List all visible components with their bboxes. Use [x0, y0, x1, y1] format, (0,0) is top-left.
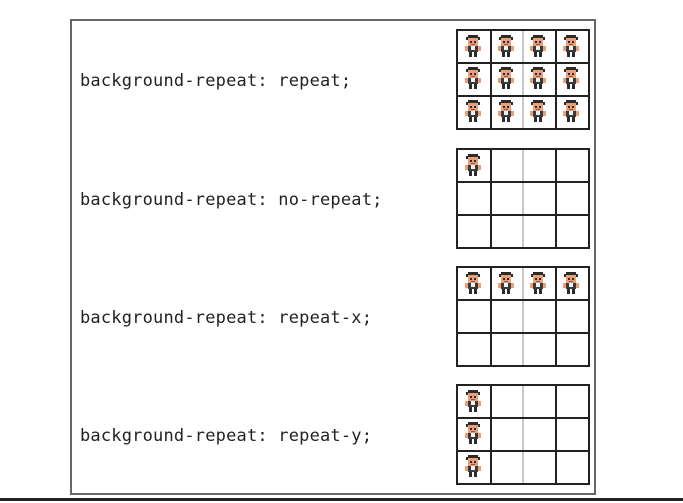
bottom-divider: [0, 498, 683, 501]
example-frame: background-repeat: repeat;: [70, 19, 596, 495]
grid-line-horizontal: [458, 95, 588, 97]
figure-sprite-icon: [460, 98, 490, 127]
grid-line-horizontal: [458, 299, 588, 301]
row-repeat: background-repeat: repeat;: [72, 29, 594, 130]
figure-sprite-icon: [460, 152, 490, 181]
grid-line-vertical: [555, 150, 557, 247]
row-label: background-repeat: repeat-y;: [80, 426, 373, 446]
grid-line-vertical: [490, 31, 492, 128]
grid-line-horizontal: [458, 181, 588, 183]
row-repeat-x: background-repeat: repeat-x;: [72, 266, 594, 367]
grid-line-vertical: [522, 268, 524, 365]
figure-sprite-icon: [460, 65, 490, 94]
grid-line-vertical: [490, 268, 492, 365]
figure-sprite-icon: [493, 33, 523, 62]
figure-sprite-icon: [460, 388, 490, 417]
figure-sprite-icon: [558, 65, 588, 94]
figure-sprite-icon: [460, 453, 490, 482]
row-label: background-repeat: no-repeat;: [80, 190, 383, 210]
figure-sprite-icon: [460, 33, 490, 62]
figure-sprite-icon: [558, 98, 588, 127]
figure-sprite-icon: [493, 98, 523, 127]
figure-sprite-icon: [525, 65, 555, 94]
row-repeat-y: background-repeat: repeat-y;: [72, 384, 594, 485]
repeat-y-demo-box: [456, 384, 590, 485]
figure-sprite-icon: [525, 270, 555, 299]
grid-line-horizontal: [458, 62, 588, 64]
grid-line-vertical: [522, 31, 524, 128]
grid-line-vertical: [490, 386, 492, 483]
row-no-repeat: background-repeat: no-repeat;: [72, 148, 594, 249]
repeat-demo-box: [456, 29, 590, 130]
no-repeat-demo-box: [456, 148, 590, 249]
grid-line-vertical: [522, 386, 524, 483]
figure-sprite-icon: [493, 270, 523, 299]
figure-sprite-icon: [493, 65, 523, 94]
figure-sprite-icon: [460, 420, 490, 449]
grid-line-vertical: [555, 386, 557, 483]
grid-line-vertical: [522, 150, 524, 247]
grid-line-vertical: [490, 150, 492, 247]
grid-line-vertical: [555, 31, 557, 128]
figure-sprite-icon: [558, 270, 588, 299]
figure-sprite-icon: [460, 270, 490, 299]
row-label: background-repeat: repeat-x;: [80, 308, 373, 328]
figure-sprite-icon: [525, 98, 555, 127]
repeat-x-demo-box: [456, 266, 590, 367]
grid-line-horizontal: [458, 417, 588, 419]
grid-line-horizontal: [458, 214, 588, 216]
row-label: background-repeat: repeat;: [80, 71, 352, 91]
grid-line-horizontal: [458, 332, 588, 334]
grid-line-horizontal: [458, 450, 588, 452]
figure-sprite-icon: [558, 33, 588, 62]
grid-line-vertical: [555, 268, 557, 365]
figure-sprite-icon: [525, 33, 555, 62]
